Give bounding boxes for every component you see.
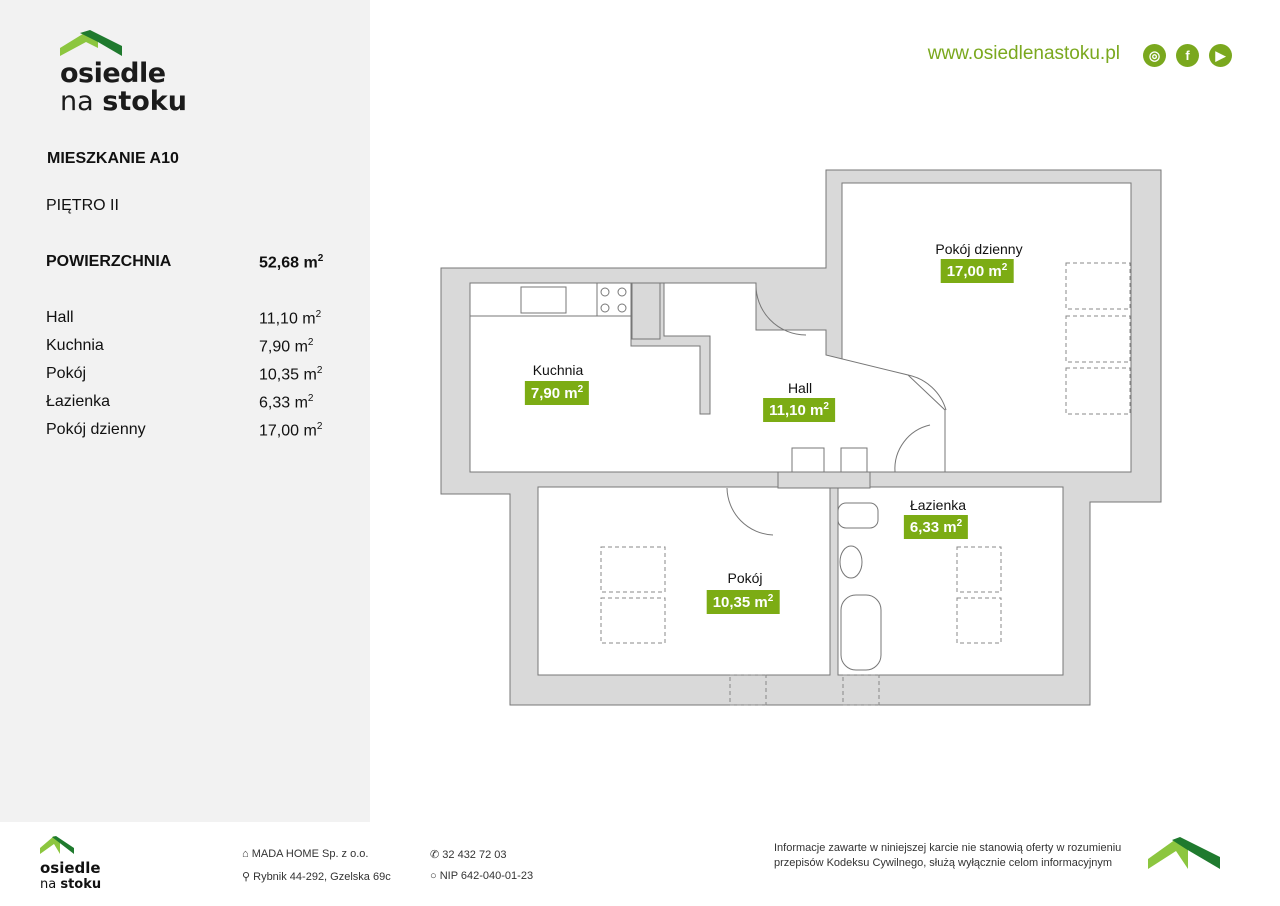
info-panel: [0, 0, 370, 822]
brand-logo: osiedle na stoku: [60, 30, 187, 117]
label-kitchen: Kuchnia: [532, 362, 584, 378]
phone-icon: ✆: [430, 849, 443, 861]
circle-icon: ○: [430, 870, 440, 882]
footer-address: ⚲ Rybnik 44-292, Gzelska 69c: [242, 871, 391, 883]
location-pin-icon: ⚲: [242, 871, 254, 883]
disclaimer-line2: przepisów Kodeksu Cywilnego, służą wyłąc…: [774, 857, 1113, 869]
area-value: 52,68 m2: [259, 253, 324, 272]
label-bedroom: Pokój: [727, 570, 763, 586]
home-icon: ⌂: [242, 848, 252, 860]
badge-kitchen: 7,90 m2: [524, 381, 590, 405]
label-bathroom: Łazienka: [909, 497, 967, 513]
footer-phone: ✆ 32 432 72 03: [430, 849, 507, 861]
roof-logo-icon: [1148, 837, 1220, 869]
footer-logo: osiedle na stoku: [40, 836, 101, 892]
footer-company: ⌂ MADA HOME Sp. z o.o.: [242, 848, 369, 860]
label-hall: Hall: [787, 380, 813, 396]
floor-label: PIĘTRO II: [46, 197, 119, 214]
website-link[interactable]: www.osiedlenastoku.pl: [927, 43, 1120, 64]
badge-bedroom: 10,35 m2: [706, 590, 780, 614]
roof-logo-icon: [60, 30, 122, 56]
badge-bathroom: 6,33 m2: [903, 515, 969, 539]
disclaimer-line1: Informacje zawarte w niniejszej karcie n…: [774, 842, 1122, 854]
badge-living: 17,00 m2: [940, 259, 1014, 283]
room-bedroom: [537, 486, 831, 676]
floor-plan: [440, 169, 1162, 706]
area-label: POWIERZCHNIA: [46, 253, 172, 270]
apartment-title: MIESZKANIE A10: [47, 150, 179, 167]
footer-nip: ○ NIP 642-040-01-23: [430, 870, 534, 882]
label-living: Pokój dzienny: [935, 241, 1023, 257]
badge-hall: 11,10 m2: [763, 398, 835, 422]
instagram-icon[interactable]: ◎: [1143, 44, 1166, 67]
facebook-icon[interactable]: f: [1176, 44, 1199, 67]
roof-logo-icon: [40, 836, 74, 854]
brand-line2: na stoku: [60, 86, 187, 117]
brand-line1: osiedle: [60, 58, 166, 89]
youtube-icon[interactable]: ▶: [1209, 44, 1232, 67]
